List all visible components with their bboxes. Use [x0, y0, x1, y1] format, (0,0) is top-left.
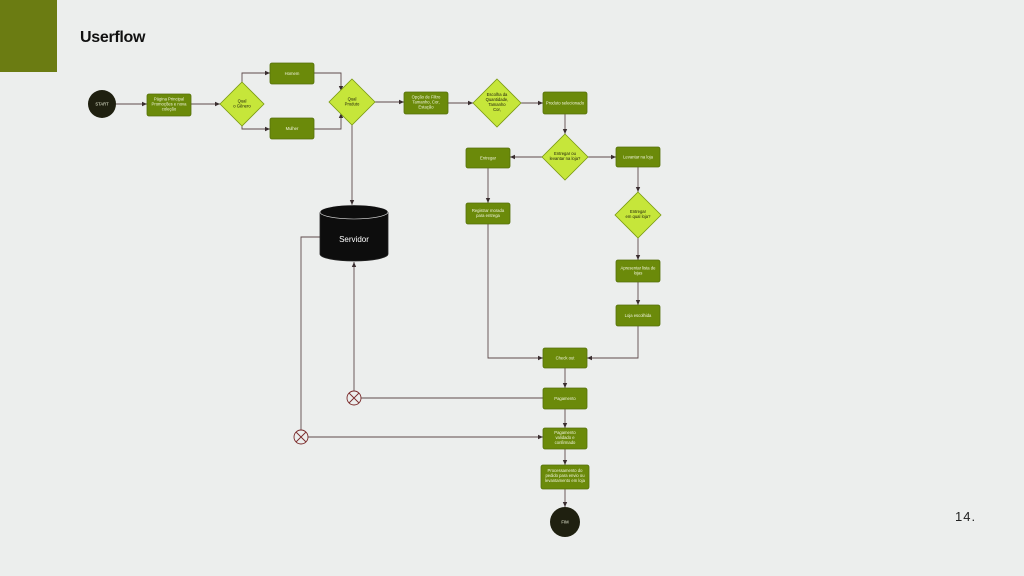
pagamento-box: Pagamento: [542, 387, 588, 410]
node-label: Promoções e nova: [152, 102, 188, 107]
node-label: validado e: [555, 435, 575, 440]
header-accent-block: [0, 0, 57, 72]
node-label: confirmado: [555, 440, 576, 445]
junction-x-icon: [346, 390, 362, 406]
node-label: FIM: [561, 520, 569, 525]
node-label: lojas: [634, 271, 643, 276]
start-label: START: [95, 102, 109, 107]
checkout-box: Check out: [542, 347, 588, 369]
page-title: Userflow: [80, 29, 146, 46]
node-label: Estação: [418, 105, 434, 110]
node-label: pedido para envio ou: [545, 473, 585, 478]
node-label: Quantidade,: [486, 97, 509, 102]
start-node: START: [88, 90, 116, 118]
node-label: Pagamento: [554, 430, 576, 435]
node-label: Mulher: [286, 126, 299, 131]
node-label: Registrar morada: [472, 208, 505, 213]
node-label: Qual: [238, 99, 247, 104]
page-number: 14.: [955, 509, 977, 524]
node-label: em qual loja?: [626, 214, 652, 219]
produto-selecionado-box: Produto selecionado: [542, 91, 588, 115]
node-label: Opção de Filtro: [412, 95, 441, 100]
servidor-database: Servidor: [319, 204, 389, 262]
servidor-label: Servidor: [339, 235, 369, 244]
node-label: Qual: [348, 97, 357, 102]
mulher-box: Mulher: [269, 117, 315, 140]
node-label: Página Principal: [154, 97, 184, 102]
node-label: Entregar: [480, 156, 497, 161]
node-label: Pagamento: [554, 396, 576, 401]
node-label: Tamanho: [488, 102, 506, 107]
node-label: Levantar na loja: [623, 155, 653, 160]
loja-escolhida-box: Loja escolhida: [615, 304, 661, 327]
node-label: Homem: [285, 71, 300, 76]
node-label: Apresentar lista de: [621, 266, 657, 271]
node-label: levantar na loja?: [550, 156, 581, 161]
node-label: Cor,: [493, 107, 501, 112]
connectors: [116, 70, 641, 507]
node-label: Produto selecionado: [546, 101, 585, 106]
junction-x-icon: [293, 429, 309, 445]
node-label: Tamanho, Cor,: [412, 100, 439, 105]
node-label: Entregar ou: [554, 151, 577, 156]
node-label: Loja escolhida: [625, 313, 652, 318]
fim-node: FIM: [550, 507, 580, 537]
node-label: o Gênero: [233, 104, 251, 109]
entregar-box: Entregar: [465, 147, 511, 169]
node-label: Check out: [556, 356, 576, 361]
levantar-box: Levantar na loja: [615, 146, 661, 168]
node-label: Escolha da: [487, 92, 508, 97]
node-label: Entregar: [630, 209, 647, 214]
node-label: Processamento do: [548, 468, 584, 473]
node-label: para entrega: [476, 213, 500, 218]
node-label: levantamento em loja: [545, 478, 585, 483]
homem-box: Homem: [269, 62, 315, 85]
node-label: Produto: [345, 102, 360, 107]
node-label: coleção: [162, 107, 177, 112]
